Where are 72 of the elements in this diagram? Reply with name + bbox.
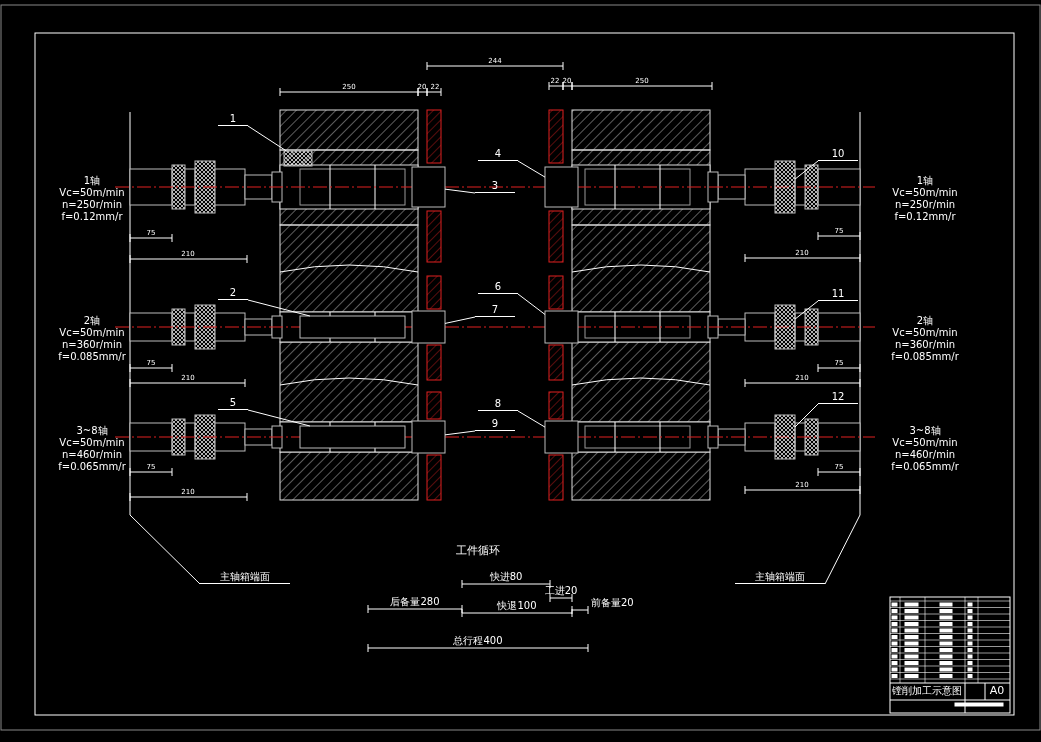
boring-cutter-drawing [411, 310, 446, 344]
dimension-text: 总行程400 [453, 636, 503, 646]
spindle-spec-text: Vc=50m/min [892, 438, 958, 448]
boring-cutter-drawing [544, 420, 579, 454]
spindle-spec-text: n=360r/min [61, 340, 123, 350]
bushing-drawing [283, 150, 313, 167]
spindle-spec-text: n=250r/min [61, 200, 123, 210]
spindle-spec-text: 1轴 [916, 176, 934, 186]
callout-number: 12 [818, 391, 858, 404]
boring-cutter-drawing [544, 310, 579, 344]
leader-line [444, 430, 476, 436]
callout-number: 7 [475, 304, 515, 317]
title-block-text: 镗削加工示意图 [892, 686, 962, 696]
callout-number: 1 [218, 113, 248, 126]
leader-line [517, 410, 546, 428]
callout-number: 9 [475, 418, 515, 431]
spindle-spec-text: 2轴 [916, 316, 934, 326]
spindle-spec-text: 2轴 [83, 316, 101, 326]
callout-number: 3 [475, 180, 515, 193]
leader-line [517, 160, 546, 178]
spindle-spec-text: f=0.065mm/r [58, 462, 126, 472]
boring-cutter-drawing [411, 420, 446, 454]
spindle-spec-text: n=460r/min [61, 450, 123, 460]
note-text: 主轴箱端面 [735, 571, 825, 584]
boring-cutter-drawing [411, 166, 446, 208]
callout-number: 4 [478, 148, 518, 161]
leader-line [247, 299, 311, 317]
boring-bar-drawing [299, 425, 406, 449]
leader-line [247, 125, 287, 152]
dimension-text: 快进80 [489, 572, 523, 582]
callout-number: 2 [218, 287, 248, 300]
boring-bar-drawing [299, 315, 406, 339]
leader-line [247, 409, 311, 427]
callout-number: 8 [478, 398, 518, 411]
callout-number: 10 [818, 148, 858, 161]
leader-line [517, 293, 546, 315]
spindle-spec-text: 3~8轴 [76, 426, 108, 436]
spindle-spec-text: n=460r/min [894, 450, 956, 460]
spindle-spec-text: Vc=50m/min [892, 328, 958, 338]
spindle-spec-text: Vc=50m/min [892, 188, 958, 198]
dimension-text: 工进20 [544, 586, 578, 596]
callout-number: 11 [818, 288, 858, 301]
spindle-spec-text: n=250r/min [894, 200, 956, 210]
dimension-text: 前备量20 [591, 598, 634, 608]
leader-line [129, 514, 201, 585]
note-text: 主轴箱端面 [200, 571, 290, 584]
spindle-spec-text: f=0.12mm/r [61, 212, 123, 222]
spindle-spec-text: 1轴 [83, 176, 101, 186]
spindle-spec-text: Vc=50m/min [59, 328, 125, 338]
knurled-ring-drawing [774, 414, 796, 460]
diagram-heading: 工件循环 [456, 545, 500, 556]
callout-number: 6 [478, 281, 518, 294]
sheet-size-text: A0 [989, 685, 1005, 696]
boring-cutter-drawing [544, 166, 579, 208]
leader-line [794, 300, 819, 320]
leader-line [824, 514, 861, 585]
leader-line [444, 316, 476, 324]
spindle-spec-text: f=0.12mm/r [894, 212, 956, 222]
knurled-ring-drawing [774, 304, 796, 350]
spindle-spec-text: Vc=50m/min [59, 188, 125, 198]
spindle-spec-text: n=360r/min [894, 340, 956, 350]
leader-line [794, 403, 819, 428]
spindle-spec-text: f=0.085mm/r [58, 352, 126, 362]
leader-line [444, 188, 476, 194]
spindle-spec-text: f=0.065mm/r [891, 462, 959, 472]
dimension-text: 后备量280 [390, 597, 440, 607]
knurled-ring-drawing [774, 160, 796, 214]
callout-number: 5 [218, 397, 248, 410]
spindle-spec-text: 3~8轴 [909, 426, 941, 436]
spindle-spec-text: f=0.085mm/r [891, 352, 959, 362]
spindle-spec-text: Vc=50m/min [59, 438, 125, 448]
dimension-text: 快退100 [497, 601, 537, 611]
